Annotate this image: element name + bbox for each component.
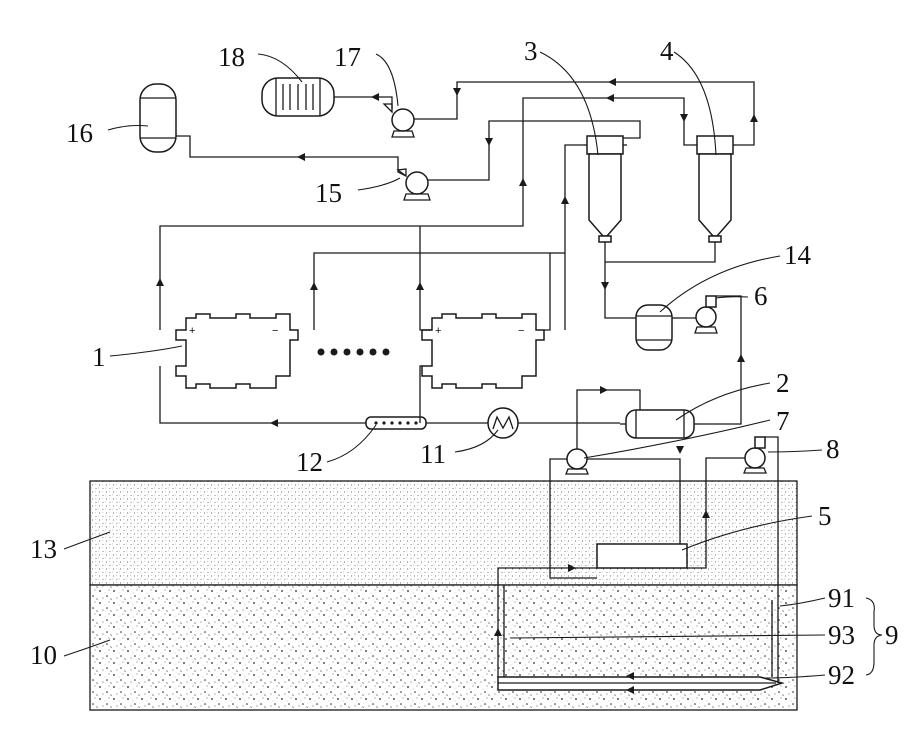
label-7: 7 bbox=[776, 406, 790, 436]
label-14: 14 bbox=[784, 240, 812, 270]
cell-right-minus: − bbox=[518, 325, 524, 337]
column-3 bbox=[583, 136, 627, 242]
tank-18 bbox=[262, 78, 334, 116]
column-4 bbox=[693, 136, 737, 242]
label-10: 10 bbox=[30, 640, 57, 670]
cell-right-plus: + bbox=[435, 325, 441, 337]
label-92: 92 bbox=[828, 660, 855, 690]
meter-11 bbox=[488, 408, 518, 438]
label-93: 93 bbox=[828, 620, 855, 650]
label-15: 15 bbox=[315, 178, 342, 208]
label-12: 12 bbox=[296, 447, 323, 477]
label-9: 9 bbox=[885, 620, 899, 650]
layer-10-lower-ground bbox=[90, 585, 797, 710]
label-91: 91 bbox=[828, 583, 855, 613]
label-3: 3 bbox=[524, 36, 538, 66]
label-6: 6 bbox=[754, 281, 768, 311]
cell-left-minus: − bbox=[272, 325, 278, 337]
label-11: 11 bbox=[420, 439, 446, 469]
pump-15 bbox=[398, 169, 430, 200]
unit-5 bbox=[597, 544, 687, 568]
cell-left-plus: + bbox=[189, 325, 195, 337]
label-8: 8 bbox=[826, 434, 840, 464]
label-17: 17 bbox=[334, 42, 361, 72]
label-18: 18 bbox=[218, 42, 245, 72]
pump-6 bbox=[695, 296, 717, 333]
label-2: 2 bbox=[776, 368, 790, 398]
layer-13-upper-ground bbox=[90, 481, 797, 585]
label-13: 13 bbox=[30, 534, 57, 564]
label-4: 4 bbox=[660, 36, 674, 66]
pump-8 bbox=[744, 437, 766, 473]
pump-7 bbox=[566, 449, 588, 474]
pipe-92 bbox=[498, 677, 782, 690]
label-16: 16 bbox=[66, 118, 93, 148]
heat-exchanger-2 bbox=[620, 410, 700, 438]
vessel-14 bbox=[630, 305, 678, 350]
label-1: 1 bbox=[92, 342, 106, 372]
ellipsis-dots bbox=[318, 349, 390, 356]
pump-17 bbox=[384, 104, 414, 137]
label-5: 5 bbox=[818, 501, 832, 531]
tank-16 bbox=[140, 84, 176, 152]
